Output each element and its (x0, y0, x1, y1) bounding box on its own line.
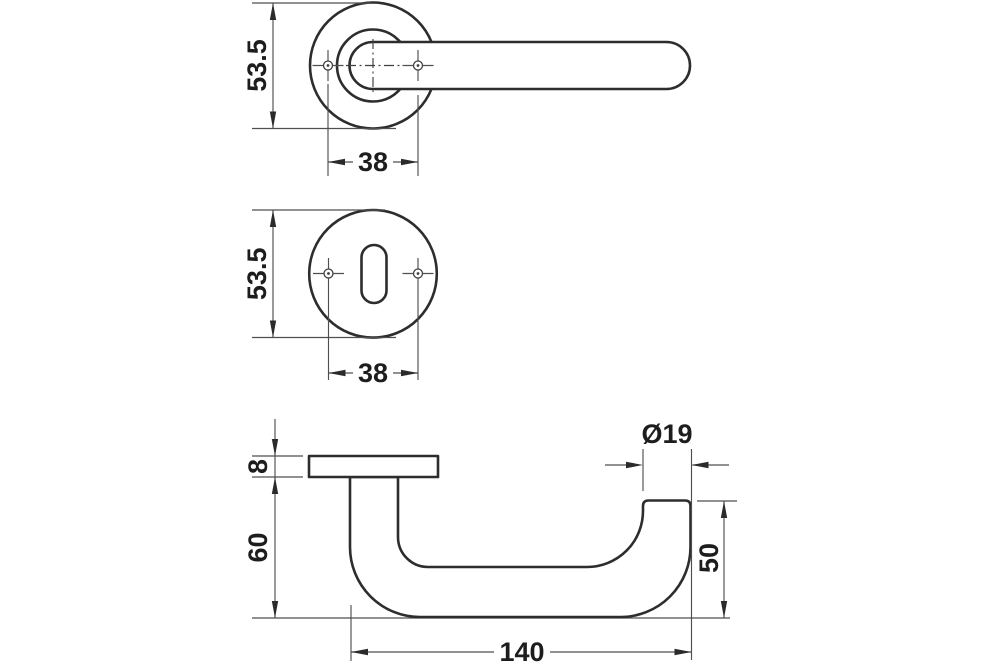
screw-hole-left (312, 50, 344, 81)
dim-label-hole-spacing-middle: 38 (358, 358, 388, 388)
keyhole-slot (360, 243, 388, 305)
rose-plate-side (307, 454, 440, 479)
dim-label-rose-height-top: 53.5 (242, 39, 272, 92)
dimension-rose-height: 53.5 (242, 2, 396, 130)
center-crosshair (346, 39, 400, 92)
screw-hole-right-escutcheon (402, 258, 434, 289)
dimension-projection: 60 (243, 477, 279, 618)
lever-arm-outline (348, 40, 692, 91)
dimension-hole-spacing: 38 (327, 84, 419, 177)
lever-front-view: 53.5 38 (242, 1, 692, 177)
screw-hole-left-escutcheon (313, 258, 344, 289)
dimension-overall-length: 140 (350, 605, 692, 667)
dim-label-grip-diameter: Ø19 (641, 419, 692, 449)
handle-profile-outline (348, 475, 692, 619)
dimension-hole-spacing-escutcheon: 38 (327, 289, 419, 388)
dimension-grip-diameter: Ø19 (605, 419, 729, 660)
handle-side-view: 8 60 Ø19 50 140 (243, 419, 737, 667)
dim-label-projection: 60 (243, 532, 273, 562)
dimension-escutcheon-height: 53.5 (242, 209, 396, 339)
escutcheon-front-view: 53.5 38 (242, 208, 439, 388)
dim-label-overall-length: 140 (499, 637, 544, 667)
dimension-end-height: 50 (694, 500, 737, 618)
dim-label-rose-thickness: 8 (243, 459, 273, 474)
dimension-rose-thickness: 8 (243, 419, 303, 478)
screw-hole-right (402, 50, 434, 81)
dim-label-rose-height-middle: 53.5 (242, 248, 272, 301)
dim-label-hole-spacing-top: 38 (358, 147, 388, 177)
dim-label-end-height: 50 (694, 543, 724, 573)
